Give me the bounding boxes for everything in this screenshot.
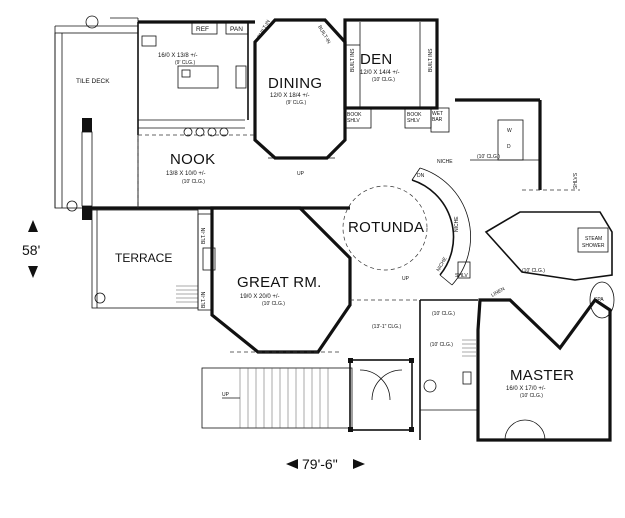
kitchen-area — [81, 20, 255, 220]
spa-tub-icon — [589, 281, 615, 319]
kitchen-island — [177, 65, 219, 89]
arrow-up-icon — [28, 220, 38, 232]
niche-label-right: NICHE — [454, 216, 460, 232]
wet-bar-label: WET — [432, 111, 443, 117]
great-room-ceiling: (10' CLG.) — [262, 301, 285, 307]
den-dims: 12/0 X 14/4 +/- — [360, 70, 400, 76]
den-ceiling: (10' CLG.) — [372, 77, 395, 83]
wet-bar-label-b: BAR — [432, 117, 443, 123]
nook-up-label: UP — [297, 171, 305, 177]
den-label: DEN — [360, 51, 393, 68]
nook-ceiling: (10' CLG.) — [182, 179, 205, 185]
great-room-dims: 19/0 X 20/0 +/- — [240, 294, 280, 300]
entry-steps — [201, 367, 353, 429]
steam-shower-label-b: SHOWER — [582, 243, 605, 249]
laundry-ceiling: (10' CLG.) — [477, 154, 500, 160]
kitchen-ceiling: (9' CLG.) — [175, 60, 195, 66]
dining-area — [253, 18, 347, 160]
toilet-icon — [462, 371, 472, 385]
stair-down-label: DN — [417, 173, 425, 179]
hall-ceiling: (10' CLG.) — [432, 311, 455, 317]
dining-dims: 12/0 X 18/4 +/- — [270, 93, 310, 99]
nook-dims: 13/8 X 10/0 +/- — [166, 171, 206, 177]
fireplace-icon — [202, 247, 216, 271]
sink-icon — [141, 35, 157, 47]
arrow-down-icon — [28, 266, 38, 278]
overall-width-label: 79'-6" — [302, 456, 338, 472]
arrow-left-icon — [286, 459, 298, 469]
great-room-built-in-bottom: BLT.-IN — [201, 291, 207, 308]
great-room-area — [197, 206, 352, 354]
tile-deck-label: TILE DECK — [76, 78, 110, 85]
toilet-icon — [457, 261, 471, 279]
tile-deck-area — [54, 15, 139, 212]
arrow-right-icon — [353, 459, 365, 469]
foyer-ceiling: (13'-1" CLG.) — [372, 324, 401, 330]
book-shelf-label-left-b: SHLV — [347, 118, 360, 124]
book-shelf-label-right-b: SHLV — [407, 118, 420, 124]
master-ceiling: (10' CLG.) — [520, 393, 543, 399]
stair-up-label: UP — [402, 276, 410, 282]
entry-up-label: UP — [222, 392, 230, 398]
terrace-label: TERRACE — [115, 251, 172, 265]
deck-post-icon — [85, 15, 99, 29]
bath-ceiling: (10' CLG.) — [430, 342, 453, 348]
stool-icon — [195, 127, 205, 137]
den-built-ins-left: BUILT INS — [350, 48, 356, 72]
niche-label-top: NICHE — [437, 159, 453, 165]
den-built-ins-right: BUILT INS — [428, 48, 434, 72]
great-room-built-in-top: BLT.-IN — [201, 227, 207, 244]
stool-icon — [183, 127, 193, 137]
nook-area — [92, 134, 350, 210]
dining-built-in-left: BUILT-IN — [257, 19, 272, 40]
master-bath-ceiling: (10' CLG.) — [522, 268, 545, 274]
dining-ceiling: (9' CLG.) — [286, 100, 306, 106]
sink-icon — [423, 379, 437, 393]
den-area — [343, 18, 450, 133]
spa-label: SPA — [594, 297, 604, 303]
dryer-label: D — [507, 144, 511, 150]
overall-depth-marker — [28, 220, 38, 278]
stool-icon — [207, 127, 217, 137]
foyer — [348, 358, 414, 432]
dining-built-in-right: BUILT-IN — [316, 25, 331, 46]
linen-label: LINEN — [490, 286, 506, 299]
shelf-label: SHLV — [455, 273, 468, 279]
stool-icon — [219, 127, 229, 137]
kitchen-dims: 16/0 X 13/8 +/- — [158, 53, 198, 59]
washer-label: W — [507, 128, 512, 134]
nook-label: NOOK — [170, 151, 215, 168]
overall-depth-label: 58' — [22, 242, 40, 258]
steam-shower-label: STEAM — [585, 236, 602, 242]
book-shelf-label-left: BOOK — [347, 112, 362, 118]
pan-label: PAN — [230, 26, 243, 33]
overall-width-marker — [286, 459, 365, 469]
master-dims: 16/0 X 17/0 +/- — [506, 386, 546, 392]
great-room-label: GREAT RM. — [237, 274, 322, 291]
terrace-post-icon — [94, 292, 106, 304]
master-label: MASTER — [510, 367, 574, 384]
ref-label: REF — [196, 26, 209, 33]
book-shelf-label-right: BOOK — [407, 112, 422, 118]
master-suite — [419, 98, 615, 442]
rotunda-label: ROTUNDA — [348, 219, 424, 236]
shelves-label: SHLVS — [573, 172, 579, 189]
deck-post-icon — [66, 200, 78, 212]
dining-label: DINING — [268, 75, 322, 92]
